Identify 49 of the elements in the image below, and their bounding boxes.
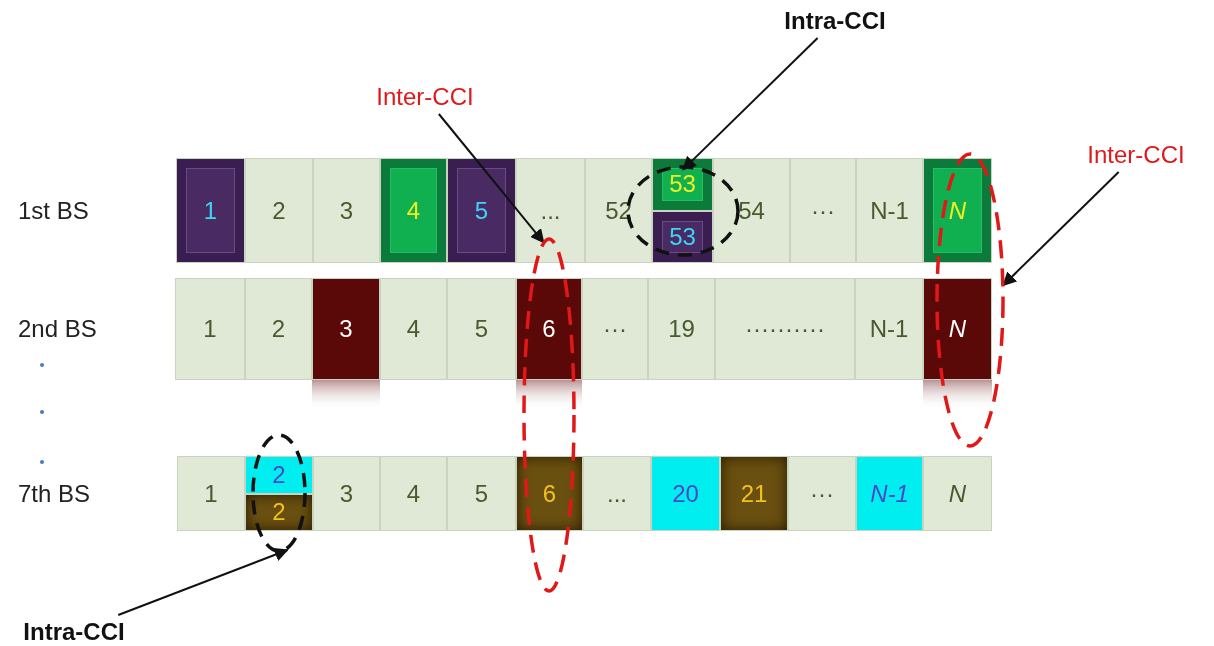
resource-block: 3 — [313, 456, 380, 531]
leader-line — [117, 548, 289, 616]
callout-label: Inter-CCI — [365, 80, 485, 114]
callout-label: Intra-CCI — [770, 4, 900, 38]
resource-block: 2 — [245, 278, 312, 380]
leader-line — [437, 113, 545, 244]
resource-block: N-1 — [856, 456, 923, 531]
resource-block: 1 — [175, 278, 245, 380]
base-station-label: 1st BS — [18, 195, 89, 226]
resource-block: 5 — [447, 278, 516, 380]
resource-block: ·········· — [715, 278, 855, 380]
bevelled-resource-block: 4 — [380, 158, 447, 263]
resource-block: ... — [583, 456, 651, 531]
resource-block: ... — [516, 158, 585, 263]
resource-block: N-1 — [856, 158, 923, 263]
dashed-ellipse-outline — [522, 237, 576, 593]
resource-block: 4 — [380, 456, 447, 531]
resource-block: 2 — [245, 456, 313, 494]
resource-block: ··· — [582, 278, 648, 380]
resource-block: 3 — [312, 278, 380, 380]
resource-block: 54 — [713, 158, 790, 263]
callout-label: Intra-CCI — [8, 615, 140, 646]
resource-block: N — [923, 278, 992, 380]
resource-block: 3 — [313, 158, 380, 263]
resource-block: 20 — [651, 456, 720, 531]
resource-block: 6 — [516, 278, 582, 380]
leader-line — [682, 37, 819, 171]
resource-block: 2 — [245, 158, 313, 263]
bevelled-resource-block: 53 — [652, 210, 713, 263]
resource-block: 6 — [516, 456, 583, 531]
bevelled-resource-block: 53 — [652, 158, 713, 211]
resource-block: ··· — [790, 158, 856, 263]
dashed-ellipse-outline — [251, 433, 307, 553]
dashed-ellipse-outline — [935, 152, 1005, 448]
bevelled-resource-block: 1 — [176, 158, 245, 263]
resource-block: 21 — [720, 456, 788, 531]
bevelled-resource-block: N — [923, 158, 992, 263]
resource-block: N — [923, 456, 992, 531]
bevelled-resource-block: 5 — [447, 158, 516, 263]
base-station-label: 7th BS — [18, 478, 91, 509]
resource-block: 1 — [177, 456, 245, 531]
resource-block: N-1 — [855, 278, 923, 380]
leader-line — [1002, 171, 1120, 287]
resource-block: 4 — [380, 278, 447, 380]
resource-block: 19 — [648, 278, 715, 380]
resource-block: ··· — [788, 456, 856, 531]
base-station-label: 2nd BS — [18, 314, 97, 344]
callout-label: Inter-CCI — [1070, 138, 1202, 172]
resource-block: 5 — [447, 456, 516, 531]
